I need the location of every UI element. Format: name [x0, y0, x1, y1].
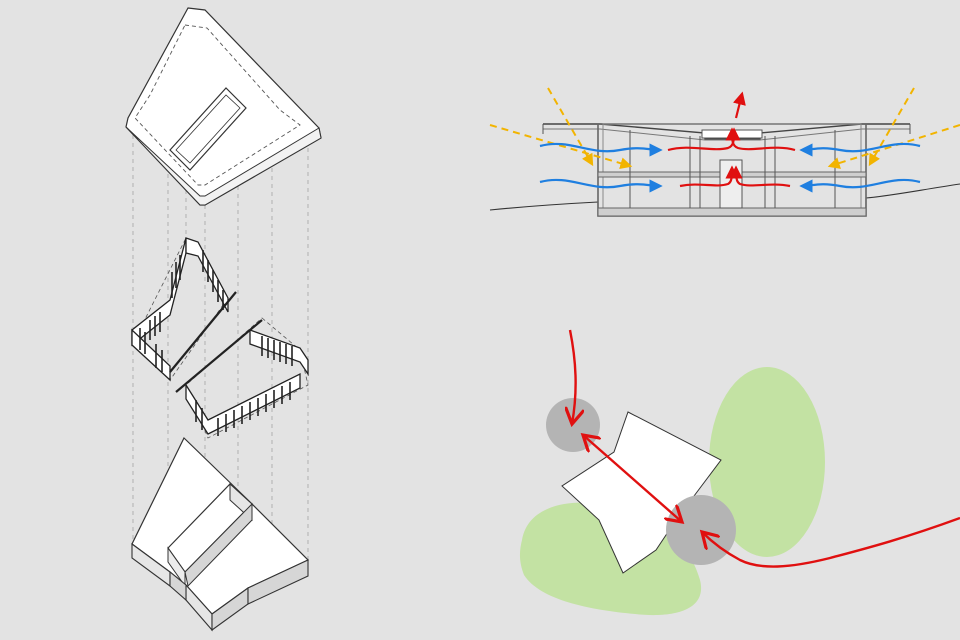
wall-columns-right	[195, 336, 293, 436]
heat-flow-arrows	[667, 91, 796, 188]
mass-layer	[131, 436, 310, 632]
roof-layer	[125, 7, 322, 206]
walls-layer	[131, 237, 309, 439]
circulation-paths	[570, 329, 960, 568]
building-section	[542, 123, 911, 217]
air-flow-arrows	[539, 142, 921, 193]
sun-ray-arrows	[489, 87, 960, 170]
site-plan-diagram	[519, 329, 960, 616]
section-climate-diagram	[489, 87, 960, 217]
green-area-east	[709, 367, 825, 557]
exploded-axonometric	[125, 7, 322, 632]
access-node-south	[666, 495, 736, 565]
